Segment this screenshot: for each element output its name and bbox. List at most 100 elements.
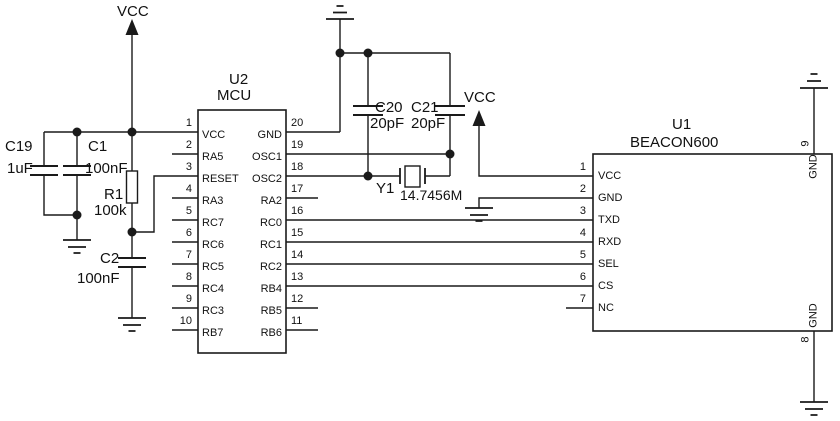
- c19-ref-label: C19: [5, 138, 33, 155]
- mcu-pin-label: RB6: [260, 327, 282, 339]
- mcu-pin-label: OSC1: [252, 151, 282, 163]
- mcu-pin-number: 12: [291, 293, 304, 305]
- mcu-name-label: MCU: [217, 87, 252, 104]
- beacon-pin-number: 8: [799, 336, 812, 343]
- c1-value-label: 100nF: [85, 160, 128, 177]
- c20-capacitor-symbol: [353, 105, 383, 116]
- c21-capacitor-symbol: [435, 105, 465, 116]
- mcu-pin-number: 6: [185, 227, 192, 239]
- beacon-pin-label: TXD: [598, 214, 620, 226]
- beacon-pin-label: RXD: [598, 236, 622, 248]
- vcc-arrow-right: [472, 110, 486, 126]
- beacon-name-label: BEACON600: [630, 134, 719, 151]
- beacon-pin-label: NC: [598, 302, 614, 314]
- mcu-pin-number: 15: [291, 227, 304, 239]
- mcu-pin-number: 1: [185, 117, 192, 129]
- capacitor-symbols: [30, 105, 465, 268]
- beacon-pin-number: 7: [579, 293, 586, 305]
- beacon-pin-label: CS: [598, 280, 614, 292]
- mcu-pin-number: 8: [185, 271, 192, 283]
- gnd-symbol-c2: [118, 317, 146, 332]
- beacon-pin-number: 2: [579, 183, 586, 195]
- mcu-pin-label: RB5: [260, 305, 282, 317]
- c2-value-label: 100nF: [77, 270, 120, 287]
- c21-value-label: 20pF: [411, 115, 446, 132]
- beacon-body: [592, 153, 833, 332]
- mcu-pin-number: 16: [291, 205, 304, 217]
- mcu-pin-label: GND: [257, 129, 282, 141]
- mcu-pin-number: 2: [185, 139, 192, 151]
- gnd-symbol-c1: [63, 239, 91, 254]
- mcu-pin-label: OSC2: [252, 173, 282, 185]
- vcc-arrows: [125, 19, 486, 126]
- y1-crystal-symbol: [399, 165, 426, 188]
- mcu-pin-number: 20: [291, 117, 304, 129]
- mcu-pin-number: 14: [291, 249, 304, 261]
- mcu-pin-label: RC2: [259, 261, 282, 273]
- c2-capacitor-symbol: [118, 257, 146, 268]
- wire-pin20-gnd-net: [286, 53, 341, 133]
- mcu-pin-label: RB4: [260, 283, 282, 295]
- gnd-symbol-osc-top: [326, 5, 354, 20]
- gnd-symbol-u1-pin8: [800, 401, 828, 416]
- beacon-pin-label: VCC: [598, 170, 622, 182]
- mcu-pin-number: 19: [291, 139, 304, 151]
- beacon-pin-number: 4: [579, 227, 586, 239]
- beacon-pin-number: 1: [579, 161, 586, 173]
- beacon-pin-label: GND: [598, 192, 623, 204]
- mcu-pin-label: RA2: [260, 195, 282, 207]
- mcu-pin-label: RC0: [259, 217, 282, 229]
- mcu-right-pin-stubs: [286, 197, 318, 331]
- beacon-pin-label: GND: [807, 154, 820, 179]
- wire-vcc-right-net: [478, 126, 593, 177]
- mcu-pin-label: RB7: [202, 327, 224, 339]
- mcu-left-pin-stubs: [172, 153, 198, 331]
- vcc-arrow-left: [125, 19, 139, 35]
- beacon-ref-label: U1: [672, 116, 692, 133]
- mcu-pin-label: RC3: [202, 305, 225, 317]
- c1-capacitor-symbol: [63, 165, 91, 176]
- c20-value-label: 20pF: [370, 115, 405, 132]
- mcu-pin-number: 9: [185, 293, 192, 305]
- c19-value-label: 1uF: [7, 160, 33, 177]
- beacon-pin-number: 5: [579, 249, 586, 261]
- mcu-pin-label: VCC: [202, 129, 226, 141]
- mcu-pin-label: RC4: [202, 283, 225, 295]
- mcu-pin-label: RESET: [202, 173, 239, 185]
- mcu-pin-number: 17: [291, 183, 304, 195]
- mcu-pin-number: 4: [185, 183, 192, 195]
- wires: [43, 19, 815, 402]
- mcu-pin-number: 18: [291, 161, 304, 173]
- c2-ref-label: C2: [100, 250, 120, 267]
- wire-reset-net: [132, 175, 198, 233]
- c20-ref-label: C20: [375, 99, 403, 116]
- r1-ref-label: R1: [104, 186, 124, 203]
- c19-capacitor-symbol: [30, 165, 58, 176]
- beacon-pin-number: 9: [799, 140, 812, 147]
- gnd-symbol-u1-pin2: [465, 207, 493, 222]
- junction-dots: [72, 48, 455, 237]
- mcu-pin-label: RC5: [202, 261, 225, 273]
- c1-ref-label: C1: [88, 138, 108, 155]
- mcu-ref-label: U2: [229, 71, 249, 88]
- mcu-pin-number: 5: [185, 205, 192, 217]
- mcu-pin-number: 7: [185, 249, 192, 261]
- wire-c19-branch: [43, 132, 77, 216]
- beacon-pin-label: GND: [807, 303, 820, 328]
- mcu-body: [197, 109, 287, 354]
- mcu-pin-number: 11: [291, 315, 303, 327]
- beacon-pin-number: 6: [579, 271, 586, 283]
- r1-resistor-symbol: [125, 170, 139, 204]
- beacon-pin-number: 3: [579, 205, 586, 217]
- y1-ref-label: Y1: [376, 180, 395, 197]
- vcc-label-left: VCC: [117, 3, 149, 20]
- wire-crystal-right: [425, 154, 451, 177]
- mcu-pin-label: RA3: [202, 195, 224, 207]
- mcu-pin-label: RC1: [259, 239, 282, 251]
- beacon-pin-label: SEL: [598, 258, 619, 270]
- y1-value-label: 14.7456M: [400, 187, 463, 203]
- mcu-pin-label: RA5: [202, 151, 224, 163]
- mcu-pin-number: 10: [179, 315, 192, 327]
